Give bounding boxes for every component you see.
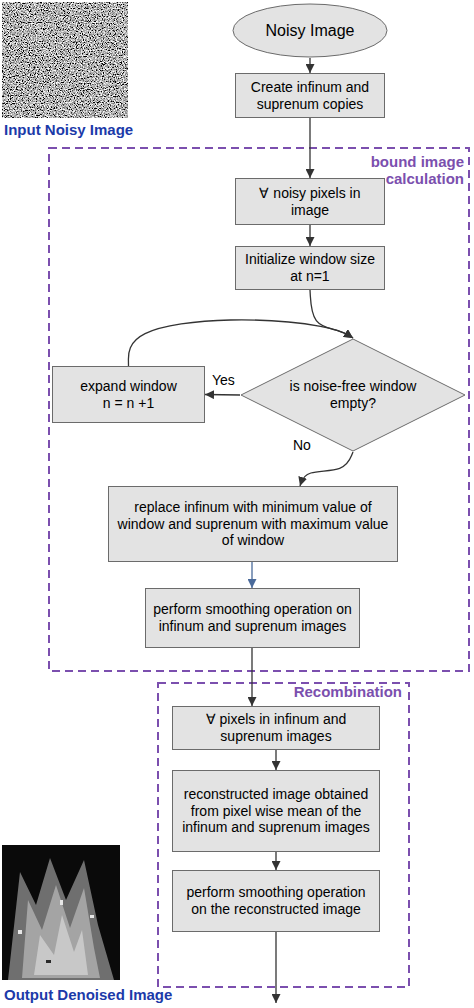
flow-arrow	[310, 290, 353, 338]
diamond-shape	[241, 339, 465, 451]
ellipse-shape	[233, 4, 387, 57]
figure-label: Input Noisy Image	[4, 121, 133, 138]
process-box: Initialize window size at n=1	[235, 246, 385, 290]
denoised-image-thumbnail	[2, 845, 120, 980]
node-text: Create infinum and suprenum copies	[242, 79, 378, 113]
process-box: Create infinum and suprenum copies	[235, 73, 385, 118]
process-box: ∀ noisy pixels in image	[235, 178, 385, 225]
node-text: is noise-free window empty?	[283, 378, 423, 412]
node-text: ∀ noisy pixels in image	[242, 185, 378, 219]
edge-label: No	[293, 437, 311, 453]
node-text: replace infinum with minimum value of wi…	[115, 499, 391, 549]
process-box: ∀ pixels in infinum and suprenum images	[172, 706, 380, 750]
band-heading: bound image calculation	[346, 153, 464, 188]
flow-arrow	[251, 648, 252, 706]
flow-arrow	[275, 750, 276, 770]
start-ellipse: Noisy Image	[232, 3, 388, 58]
node-text: Noisy Image	[266, 21, 355, 40]
output-arrow	[275, 932, 276, 1003]
node-text: perform smoothing operation on infinum a…	[152, 601, 353, 635]
band-heading: Recombination	[202, 683, 402, 700]
flow-arrow	[128, 320, 353, 366]
node-text: expand window n = n +1	[75, 378, 183, 412]
group-band: Recombination ∀ pixels in infinum and sup…	[157, 682, 410, 988]
dashed-border	[49, 148, 469, 671]
dashed-border	[158, 683, 409, 987]
process-box: perform smoothing operation on the recon…	[172, 870, 380, 932]
node-text: reconstructed image obtained from pixel …	[179, 786, 373, 836]
flow-arrow	[309, 118, 310, 178]
flow-arrow	[309, 58, 310, 73]
process-box: expand window n = n +1	[52, 366, 205, 423]
flow-arrow	[205, 394, 240, 396]
edge-label: Yes	[212, 372, 235, 388]
flow-arrow	[275, 852, 276, 870]
process-box: reconstructed image obtained from pixel …	[172, 770, 380, 852]
node-text: perform smoothing operation on the recon…	[179, 884, 373, 918]
flow-arrow	[300, 452, 353, 486]
process-box: replace infinum with minimum value of wi…	[108, 486, 398, 562]
node-text: ∀ pixels in infinum and suprenum images	[179, 711, 373, 745]
noisy-image-thumbnail	[2, 2, 128, 118]
decision-diamond: is noise-free window empty?	[240, 338, 466, 452]
process-box: perform smoothing operation on infinum a…	[145, 588, 360, 648]
flow-arrow	[251, 562, 252, 588]
group-band: bound image calculation∀ noisy pixels in…	[48, 147, 470, 672]
flow-arrow	[309, 225, 310, 246]
figure-label: Output Denoised Image	[4, 986, 172, 1003]
node-text: Initialize window size at n=1	[242, 251, 378, 285]
